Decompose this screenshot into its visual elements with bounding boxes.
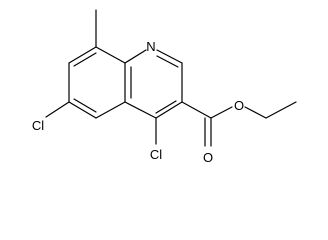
atom-labels: N O O Cl Cl [32,39,244,165]
bond-ch2-ch3 [265,101,297,119]
bond-c8-c7-double [73,52,97,67]
bond-c8a-n1 [124,49,147,64]
bond-c8a-c8 [95,46,126,64]
bond-c3-c4 [155,101,183,119]
atom-label-n1: N [146,39,155,54]
atom-label-cl4: Cl [150,147,162,162]
bond-c6-cl [45,101,70,118]
atom-label-o-ester: O [234,98,244,113]
atom-label-cl6: Cl [32,118,44,133]
bonds [45,9,297,147]
bond-n1-c2 [156,49,183,64]
bond-c3-c4-double [155,100,177,114]
bond-c4-c4a [124,101,157,119]
bond-c6-c5 [68,101,97,119]
bond-ester-o-ch2 [244,106,267,119]
bond-c5-c4a [95,101,126,119]
atom-label-o-carbonyl: O [203,150,213,165]
bond-c8-c7 [68,46,97,64]
bond-n1-c2-double [156,55,179,68]
chemical-structure-diagram: N O O Cl Cl [32,9,297,165]
bond-carbonyl-c-ester-o [210,106,233,119]
bond-c6-c5-double [73,98,97,113]
bond-c3-carbonyl-c [181,101,212,119]
